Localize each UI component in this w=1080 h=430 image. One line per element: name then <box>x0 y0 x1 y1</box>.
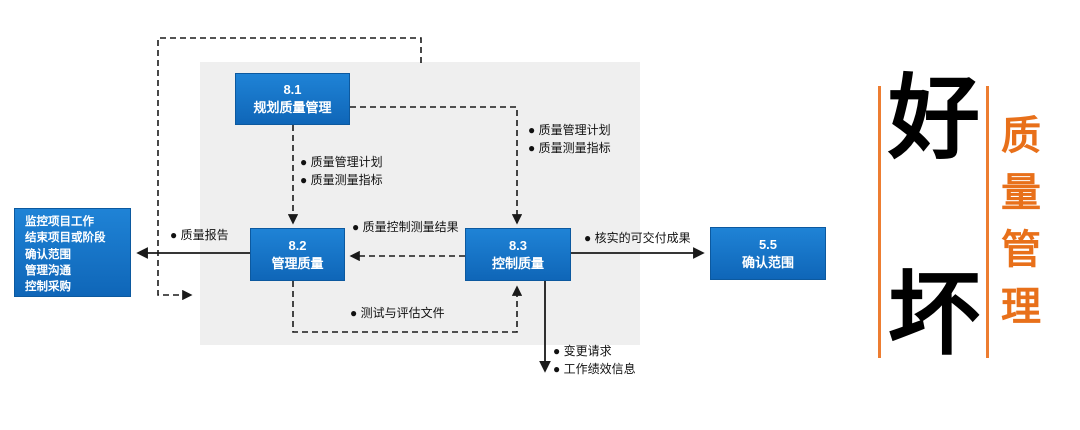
process-id: 8.2 <box>288 237 307 253</box>
external-process-line: 控制采购 <box>25 281 71 294</box>
process-id: 8.1 <box>283 82 302 98</box>
external-process-line: 监控项目工作 <box>25 216 94 228</box>
label-plan-to-manage-2: ● 质量测量指标 <box>300 173 383 187</box>
process-id: 8.3 <box>508 237 528 253</box>
label-control-to-validate: ● 核实的可交付成果 <box>584 231 691 245</box>
side-divider-right <box>986 86 989 358</box>
process-box-plan-quality: 8.1 规划质量管理 <box>235 73 350 125</box>
vertical-title-char-1: 质 <box>1001 114 1041 158</box>
external-processes-box: 监控项目工作 结束项目或阶段 确认范围 管理沟通 控制采购 <box>14 208 131 297</box>
process-box-validate-scope: 5.5 确认范围 <box>710 227 826 280</box>
process-name: 确认范围 <box>741 254 794 270</box>
vertical-title-char-4: 理 <box>1001 285 1041 329</box>
process-name: 控制质量 <box>491 255 544 271</box>
external-process-line: 管理沟通 <box>25 264 71 277</box>
vertical-title-char-2: 量 <box>1001 171 1041 215</box>
label-work-performance: ● 工作绩效信息 <box>553 362 636 376</box>
vertical-title-char-3: 管 <box>1001 228 1041 272</box>
process-box-manage-quality: 8.2 管理质量 <box>250 228 345 281</box>
process-name: 规划质量管理 <box>253 100 332 115</box>
label-control-to-manage: ● 质量控制测量结果 <box>352 220 459 234</box>
side-divider-left <box>878 86 881 358</box>
label-change-requests: ● 变更请求 <box>553 344 612 358</box>
label-plan-to-control-2: ● 质量测量指标 <box>528 141 611 155</box>
label-plan-to-control-1: ● 质量管理计划 <box>528 123 611 137</box>
label-manage-to-control: ● 测试与评估文件 <box>350 306 445 320</box>
process-name: 管理质量 <box>271 255 324 271</box>
process-box-control-quality: 8.3 控制质量 <box>465 228 571 281</box>
external-process-line: 结束项目或阶段 <box>25 232 106 245</box>
label-plan-to-manage-1: ● 质量管理计划 <box>300 155 383 169</box>
good-character: 好 <box>887 64 980 172</box>
process-id: 5.5 <box>758 236 778 252</box>
external-process-line: 确认范围 <box>25 248 71 261</box>
bad-character: 坏 <box>887 260 980 368</box>
label-manage-to-external: ● 质量报告 <box>170 228 229 242</box>
